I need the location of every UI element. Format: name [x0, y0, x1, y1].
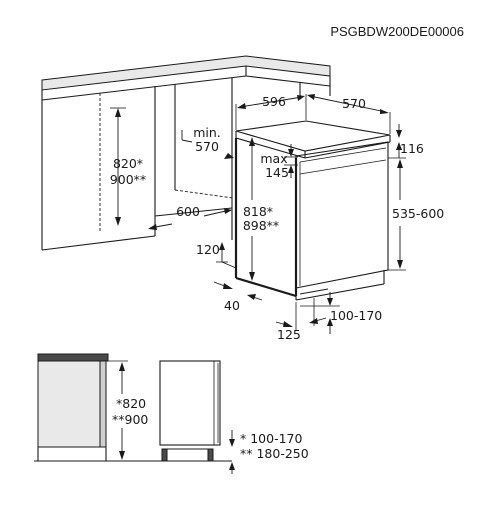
side-dishwasher: [159, 360, 221, 446]
height-dimension: 818* 898**: [243, 137, 279, 281]
niche-width-dimension: 600: [148, 204, 232, 230]
foot-offset-dimension: 40: [213, 281, 263, 313]
door-range-label: 535-600: [392, 206, 444, 221]
top-clearance-label: 116: [400, 141, 424, 156]
min-depth-label: min.: [193, 125, 221, 140]
door-range-dimension: 535-600: [388, 157, 444, 271]
side-plinth-label-1: * 100-170: [240, 431, 302, 446]
max-value: 145: [265, 165, 289, 180]
side-height-label-2: **900: [112, 412, 148, 427]
top-clearance-dimension: 116: [396, 124, 424, 158]
document-code: PSGBDW200DE00006: [330, 24, 464, 39]
height-label-2: 898**: [243, 218, 279, 233]
niche-width-label: 600: [176, 204, 200, 219]
niche-height-label-1: 820*: [113, 156, 143, 171]
depth-dimension: 570: [307, 94, 391, 134]
min-depth-dimension: min. 570: [181, 125, 234, 162]
side-height-label-1: *820: [116, 396, 146, 411]
depth-label: 570: [342, 96, 366, 111]
side-countertop: [37, 353, 109, 362]
dishwasher: [234, 120, 391, 301]
side-plinth-label-2: ** 180-250: [240, 446, 309, 461]
side-view: *820 **900 * 100-170 ** 180-250: [34, 353, 309, 474]
max-dimension: max 145: [260, 144, 298, 180]
foot-offset-label: 40: [224, 298, 240, 313]
plinth-height-dimension: 100-170: [300, 292, 382, 334]
niche-height-dimension: 820* 900**: [110, 107, 146, 226]
dishwasher-door: [295, 141, 389, 289]
width-label: 596: [262, 94, 286, 109]
width-dimension: 596: [235, 94, 307, 130]
plinth-height-label: 100-170: [330, 308, 382, 323]
niche-height-label-2: 900**: [110, 172, 146, 187]
foot-depth-dimension: 125: [275, 298, 327, 342]
countertop-top: [41, 55, 331, 91]
min-depth-value: 570: [195, 139, 219, 154]
height-label-1: 818*: [243, 204, 273, 219]
foot-depth-label: 125: [277, 327, 301, 342]
max-label: max: [260, 151, 287, 166]
plinth-depth-dimension: 120: [196, 242, 237, 269]
side-cabinet: [37, 360, 103, 448]
plinth-depth-label: 120: [196, 242, 220, 257]
